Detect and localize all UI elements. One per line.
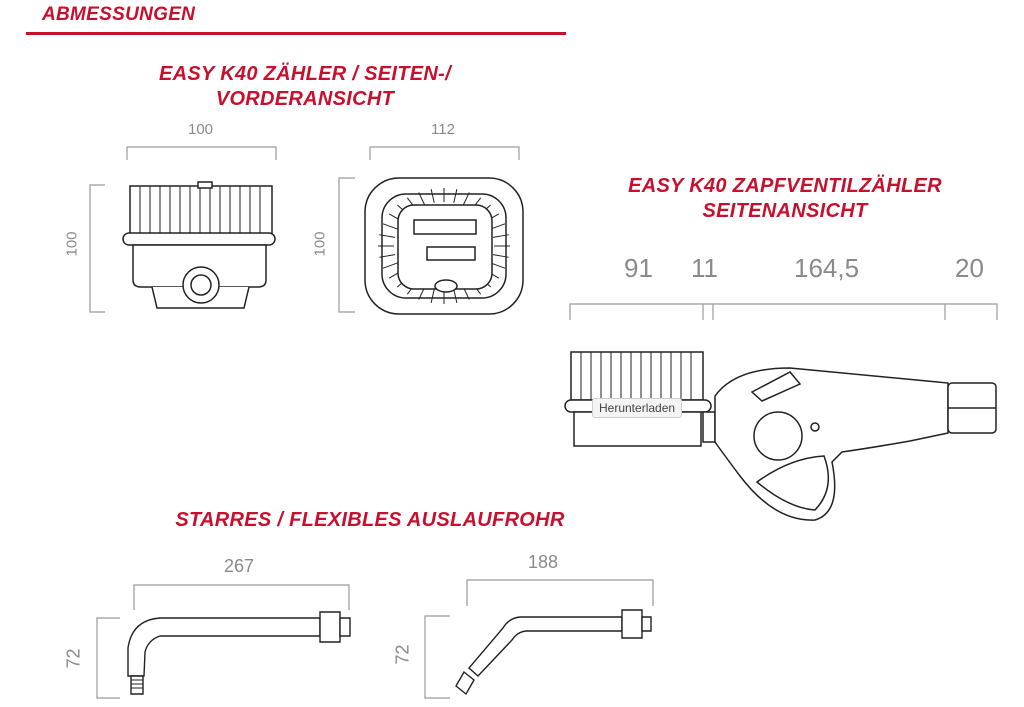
front-rib (492, 234, 509, 238)
meter-side-width-dim (126, 146, 277, 160)
front-rib (492, 254, 509, 258)
page-heading: ABMESSUNGEN (42, 4, 196, 25)
section-title-line: EASY K40 ZÄHLER / SEITEN-/ (159, 63, 451, 85)
meter-side-view (122, 181, 276, 309)
nozzle-overall-dim (569, 303, 998, 320)
meter-front-width-dim (369, 146, 520, 160)
nozzle-side-view (564, 351, 997, 521)
section-title-line: EASY K40 ZAPFVENTILZÄHLER (628, 175, 942, 197)
front-rib (418, 192, 426, 206)
front-rib (453, 189, 458, 203)
meter-front-view (364, 177, 524, 315)
dimension-lines (89, 146, 998, 699)
section-title-line: VORDERANSICHT (215, 88, 395, 110)
front-rib (382, 262, 398, 269)
flexible-spout-length-label: 188 (528, 552, 559, 572)
section-title-line: SEITENANSICHT (702, 200, 868, 222)
heading-divider (26, 32, 566, 35)
nozzle-dim-91: 91 (624, 253, 653, 283)
front-rib (382, 223, 398, 230)
section-title-spouts: STARRES / FLEXIBLES AUSLAUFROHR (175, 509, 565, 531)
front-rib (430, 289, 435, 303)
flexible-spout-length-dim (466, 579, 654, 606)
flexible-spout-height-dim (424, 615, 450, 699)
front-rib (430, 189, 435, 203)
front-rib (462, 192, 470, 206)
section-title-nozzle-side: EASY K40 ZAPFVENTILZÄHLER SEITENANSICHT (600, 174, 970, 224)
meter-side-width-label: 100 (188, 121, 214, 138)
download-tooltip[interactable]: Herunterladen (592, 398, 683, 418)
nozzle-dim-20: 20 (955, 253, 984, 283)
front-rib (453, 289, 458, 303)
front-rib (379, 234, 396, 238)
front-rib (379, 254, 396, 258)
rigid-spout-height-dim (96, 617, 120, 699)
nozzle-dim-ticks (702, 304, 946, 320)
meter-side-height-dim (89, 184, 105, 313)
nozzle-dim-164: 164,5 (794, 253, 860, 283)
meter-front-height-dim (338, 177, 355, 313)
flexible-spout (455, 609, 652, 696)
meter-front-width-label: 112 (431, 121, 455, 138)
rigid-spout-length-label: 267 (224, 556, 255, 576)
nozzle-dim-11: 11 (691, 253, 718, 283)
rigid-spout (127, 611, 351, 695)
rigid-spout-length-dim (133, 584, 350, 610)
section-title-meter-views: EASY K40 ZÄHLER / SEITEN-/ VORDERANSICHT (120, 62, 490, 112)
